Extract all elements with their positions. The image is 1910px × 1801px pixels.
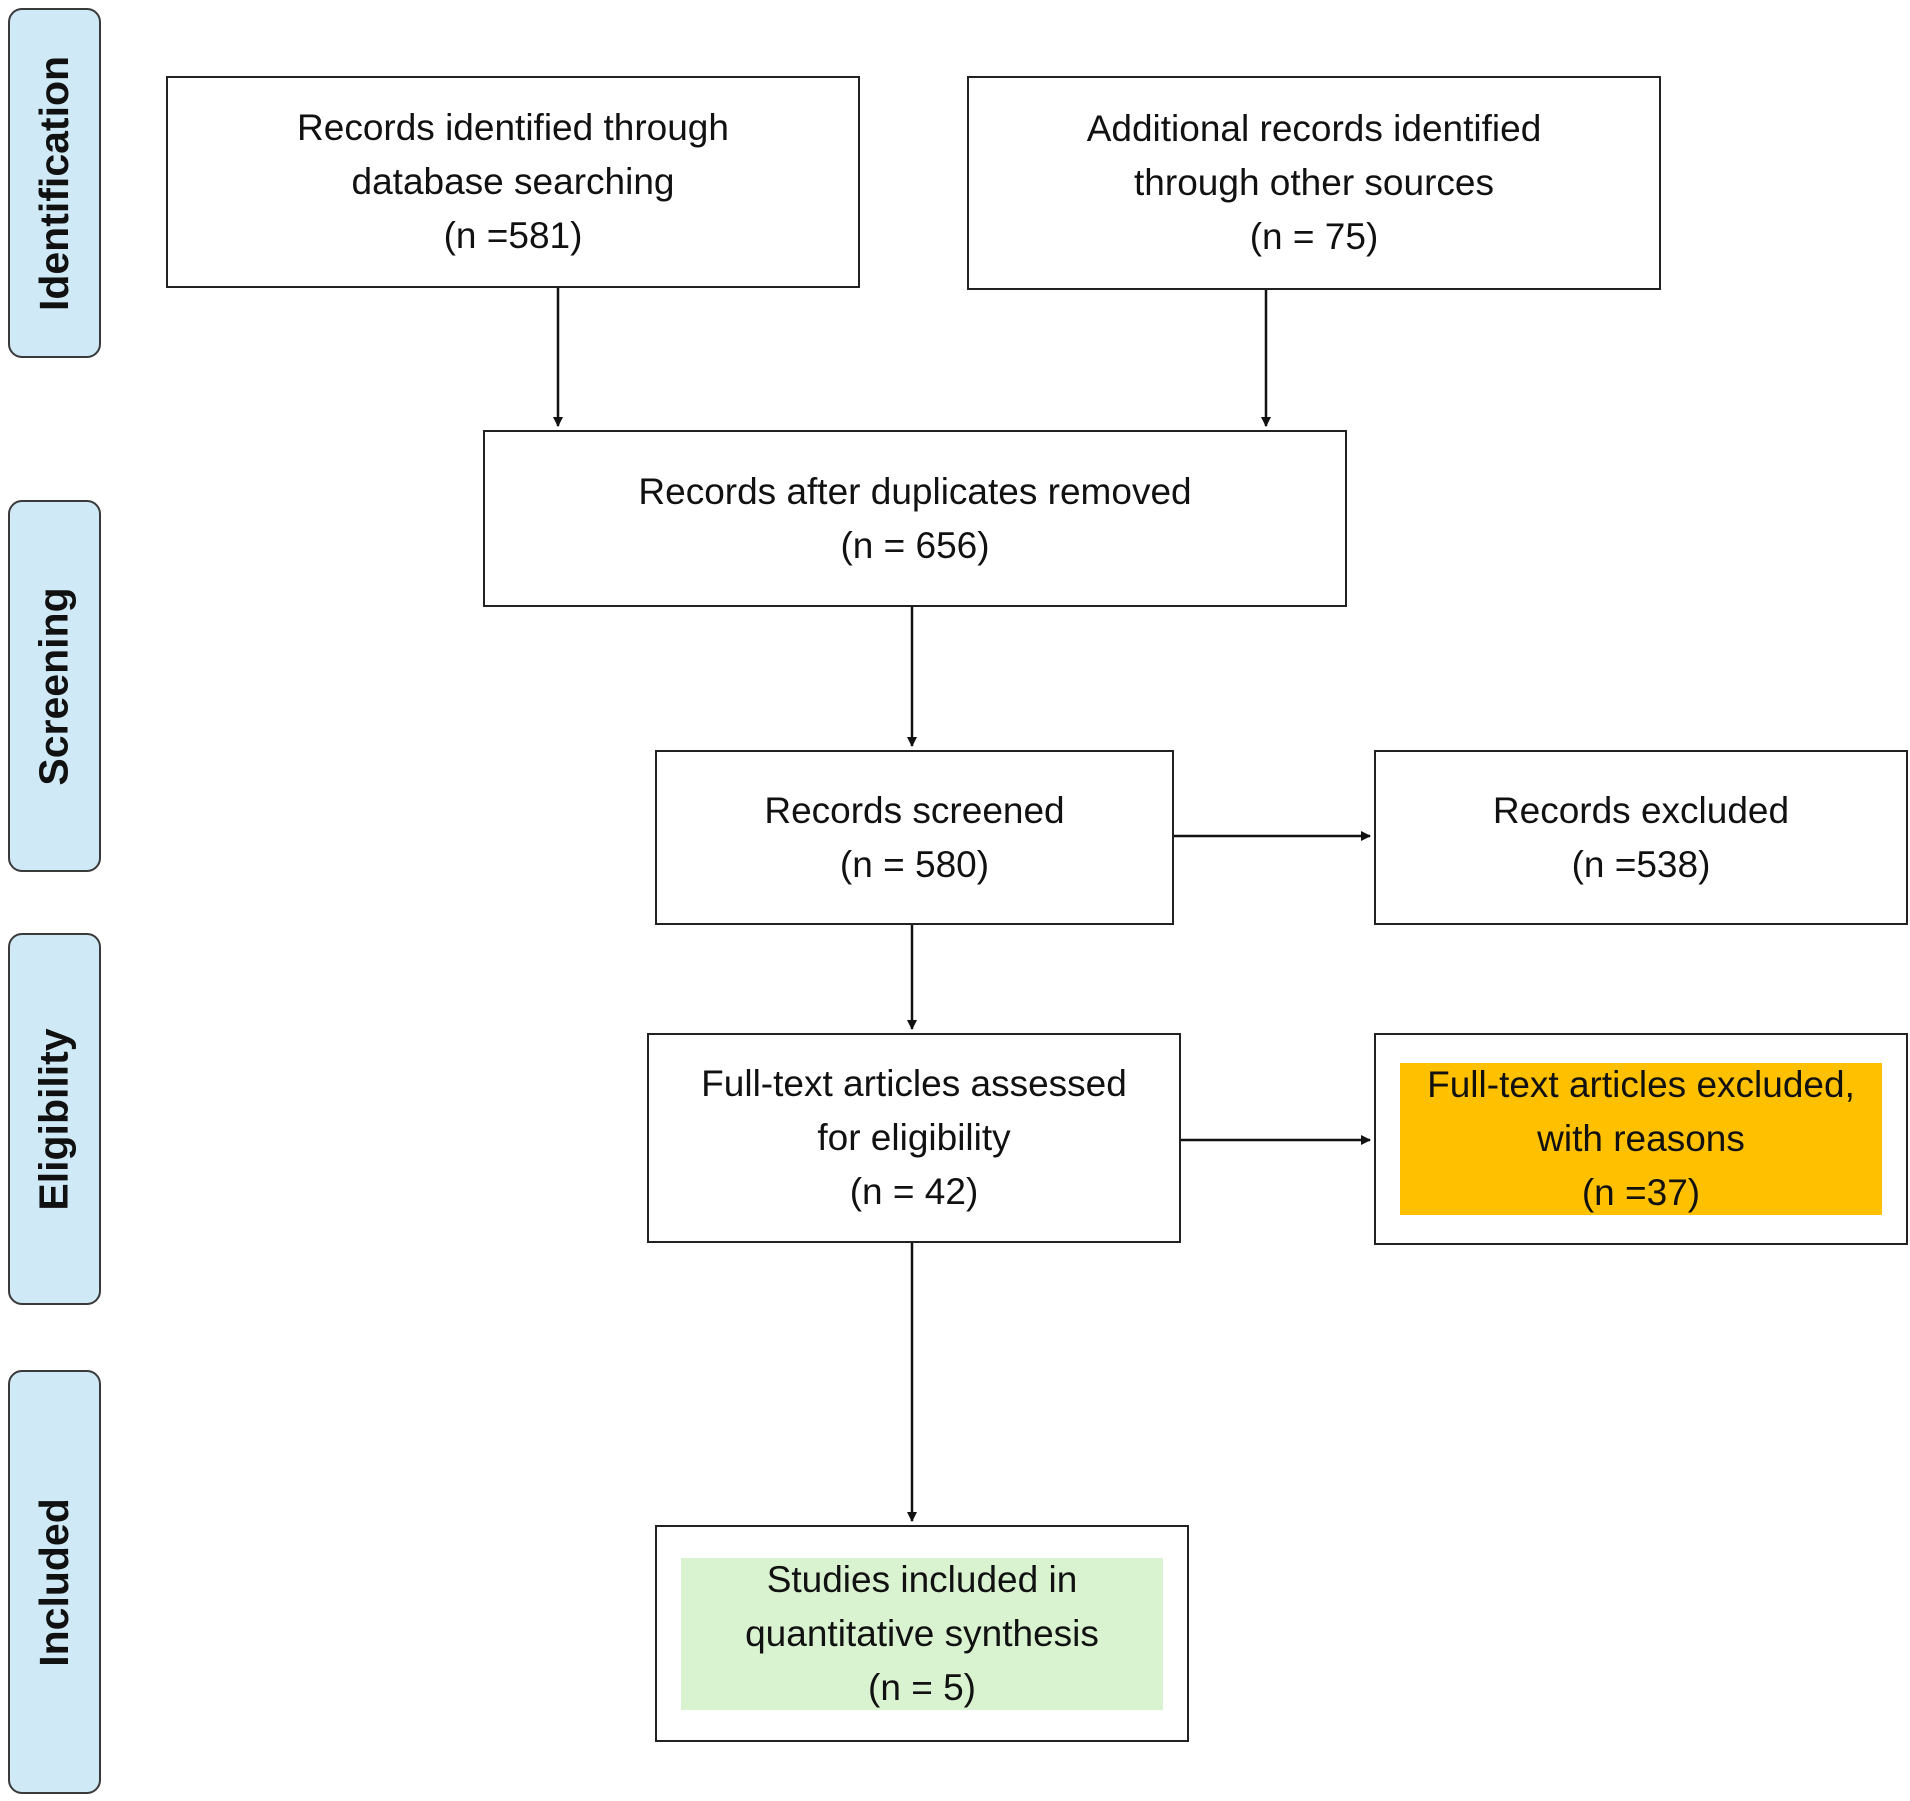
box-database-records: Records identified through database sear… bbox=[166, 76, 860, 288]
box-included-studies: Studies included in quantitative synthes… bbox=[655, 1525, 1189, 1742]
stage-eligibility: Eligibility bbox=[8, 933, 101, 1305]
stage-included: Included bbox=[8, 1370, 101, 1794]
box-records-excluded-count: (n =538) bbox=[1571, 843, 1711, 885]
stage-screening: Screening bbox=[8, 500, 101, 872]
box-records-screened-line-1: Records screened bbox=[764, 789, 1065, 831]
box-after-duplicates-line-1: Records after duplicates removed bbox=[638, 470, 1192, 512]
box-included-studies-line-1: Studies included in bbox=[766, 1558, 1078, 1600]
box-database-records-line-2: database searching bbox=[351, 161, 675, 202]
box-records-screened-count: (n = 580) bbox=[839, 843, 990, 885]
box-included-studies-line-2: quantitative synthesis bbox=[745, 1612, 1099, 1654]
box-database-records-line-1: Records identified through bbox=[297, 107, 729, 148]
box-other-sources-line-2: through other sources bbox=[1134, 162, 1494, 203]
box-other-sources-count: (n = 75) bbox=[1249, 216, 1379, 257]
box-included-studies-count: (n = 5) bbox=[868, 1666, 976, 1708]
box-fulltext-assessed-line-2: for eligibility bbox=[817, 1117, 1011, 1158]
box-fulltext-excluded-count: (n =37) bbox=[1581, 1172, 1701, 1213]
box-records-screened: Records screened (n = 580) bbox=[655, 750, 1174, 925]
box-after-duplicates-count: (n = 656) bbox=[840, 524, 990, 566]
box-other-sources: Additional records identified through ot… bbox=[967, 76, 1661, 290]
box-after-duplicates: Records after duplicates removed (n = 65… bbox=[483, 430, 1347, 607]
included-studies-highlight: Studies included in quantitative synthes… bbox=[681, 1557, 1163, 1710]
box-other-sources-line-1: Additional records identified bbox=[1086, 108, 1542, 149]
box-fulltext-excluded-line-2: with reasons bbox=[1537, 1118, 1745, 1159]
stage-included-label: Included bbox=[31, 1497, 78, 1667]
box-fulltext-assessed: Full-text articles assessed for eligibil… bbox=[647, 1033, 1181, 1243]
stage-identification: Identification bbox=[8, 8, 101, 358]
stage-identification-label: Identification bbox=[31, 55, 78, 311]
box-fulltext-excluded: Full-text articles excluded, with reason… bbox=[1374, 1033, 1908, 1245]
box-fulltext-excluded-line-1: Full-text articles excluded, bbox=[1427, 1064, 1855, 1105]
stage-eligibility-label: Eligibility bbox=[31, 1027, 77, 1211]
box-records-excluded: Records excluded (n =538) bbox=[1374, 750, 1908, 925]
box-fulltext-assessed-line-1: Full-text articles assessed bbox=[701, 1063, 1127, 1104]
box-fulltext-assessed-count: (n = 42) bbox=[849, 1171, 979, 1212]
box-database-records-count: (n =581) bbox=[443, 215, 583, 256]
stage-screening-label: Screening bbox=[31, 586, 78, 786]
box-records-excluded-line-1: Records excluded bbox=[1492, 789, 1790, 831]
fulltext-excluded-highlight: Full-text articles excluded, with reason… bbox=[1400, 1063, 1882, 1215]
